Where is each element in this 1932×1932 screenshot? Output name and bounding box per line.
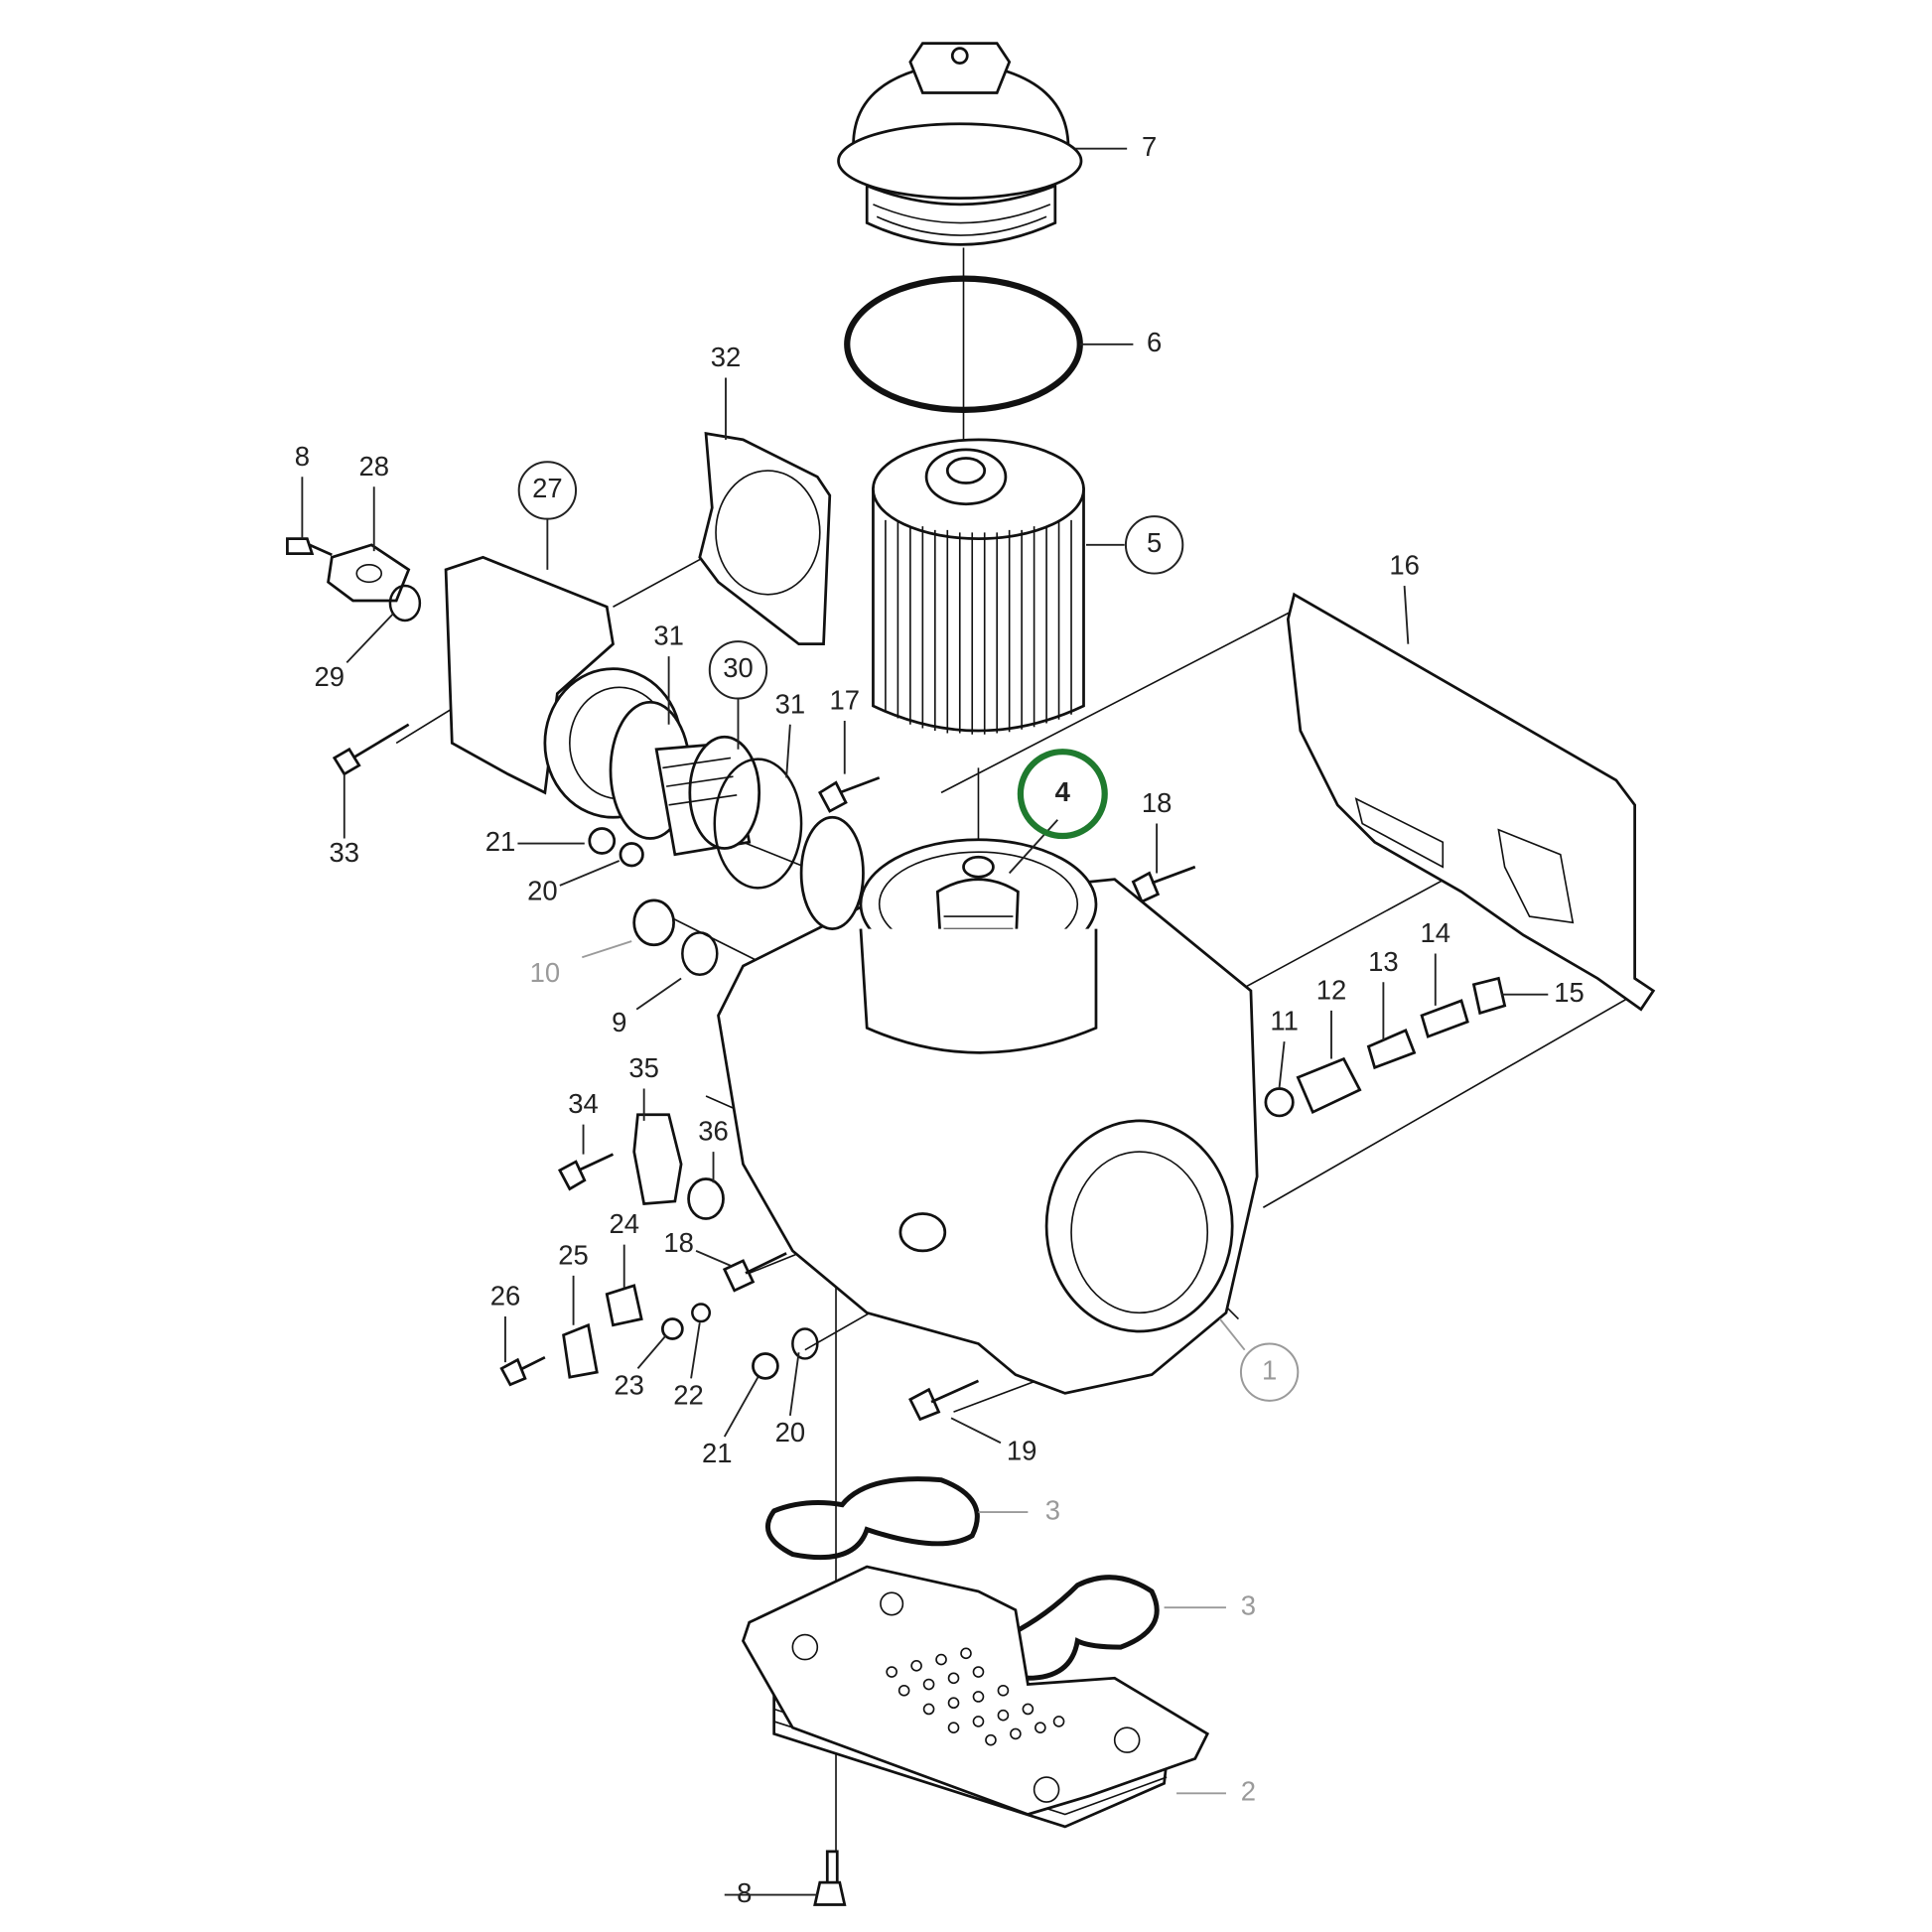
part-label[interactable]: 7 [1142,131,1157,162]
part-label[interactable]: 20 [775,1417,806,1448]
part-label[interactable]: 9 [612,1007,626,1037]
callout-circle [1124,515,1184,575]
filter-cap [837,42,1083,246]
filter-element [872,438,1085,735]
callout-circle [1239,1342,1300,1402]
part-label[interactable]: 24 [609,1208,639,1239]
part-label[interactable]: 26 [490,1281,521,1311]
part-label[interactable]: 28 [358,451,389,482]
part-label[interactable]: 5 [1147,527,1162,558]
part-label[interactable]: 17 [829,685,860,716]
part-label[interactable]: 8 [737,1877,752,1908]
gasket [698,431,832,646]
part-label[interactable]: 29 [315,661,345,692]
part-label[interactable]: 25 [558,1239,589,1270]
part-label[interactable]: 6 [1147,327,1162,357]
part-label[interactable]: 11 [1270,1006,1298,1036]
part-label[interactable]: 23 [614,1369,644,1400]
part-label[interactable]: 3 [1045,1494,1060,1525]
part-label[interactable]: 33 [330,837,360,868]
part-label[interactable]: 35 [628,1052,659,1083]
oil-cooler [741,1565,1210,1829]
part-label[interactable]: 32 [711,342,742,372]
part-label[interactable]: 16 [1389,550,1420,581]
part-label[interactable]: 13 [1368,946,1399,977]
part-label[interactable]: 27 [532,473,563,503]
part-label[interactable]: 22 [673,1379,704,1410]
part-label[interactable]: 2 [1241,1776,1256,1807]
part-label[interactable]: 31 [653,621,684,651]
leader-lines [301,147,1549,1896]
part-label[interactable]: 21 [485,826,516,857]
part-label[interactable]: 34 [568,1088,599,1119]
part-label[interactable]: 18 [1142,787,1173,818]
housing-gasket [1286,592,1656,1012]
connector-pipe [654,735,761,857]
part-label[interactable]: 18 [663,1227,694,1258]
seal-ring [713,758,803,890]
part-label-highlighted[interactable]: 4 [1055,776,1071,807]
part-labels: 7 6 5 32 8 28 27 16 29 31 30 31 17 4 18 … [295,131,1585,1908]
part-label[interactable]: 3 [1241,1589,1256,1620]
plugs-and-washers [562,827,1507,1380]
part-label[interactable]: 14 [1421,917,1451,948]
part-label[interactable]: 36 [698,1116,729,1147]
part-label[interactable]: 31 [775,688,806,719]
part-label[interactable]: 12 [1316,974,1347,1005]
part-label[interactable]: 1 [1262,1354,1277,1385]
part-label[interactable]: 10 [530,957,561,988]
part-label[interactable]: 15 [1554,977,1585,1008]
bolts [286,537,1196,1906]
highlight-circle[interactable] [1017,749,1108,840]
part-label[interactable]: 21 [702,1438,733,1468]
callout-circle [708,640,768,700]
filter-housing-body [717,815,1259,1395]
cooler-seal [1003,1575,1160,1681]
callout-circle [517,461,578,520]
part-label[interactable]: 8 [295,441,310,472]
part-label[interactable]: 19 [1007,1435,1037,1465]
part-label[interactable]: 30 [723,652,754,683]
cooler-seal [764,1476,980,1561]
part-label[interactable]: 20 [527,876,558,906]
